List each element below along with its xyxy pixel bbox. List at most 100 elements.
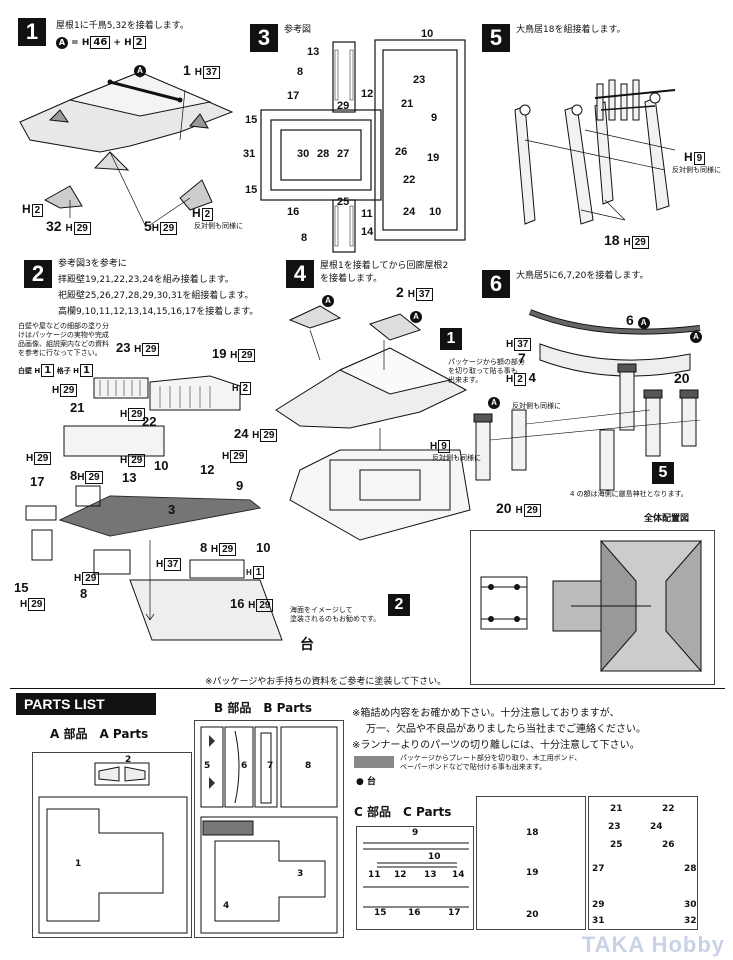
- callout-28: 28: [317, 148, 330, 160]
- layout-plan-diagram: [480, 539, 702, 673]
- callout-25: 25: [337, 196, 350, 208]
- a-marker: A: [134, 62, 146, 77]
- part-9-label: 9: [236, 478, 244, 493]
- step-2-line: 参考図3を参考に: [58, 259, 127, 269]
- b-part-3-label: 3: [297, 869, 304, 879]
- step-6-part-6: 6 A: [626, 312, 650, 329]
- step-2-side-note: 白壁や屋などの細部の塗り分 けはパッケージの実物や完成 品画像、組説案内などの資…: [18, 322, 109, 377]
- step-2-line: 高欄9,10,11,12,13,14,15,16,17を接着します。: [58, 307, 259, 317]
- c-part-18: 18: [526, 828, 539, 838]
- callout-9: 9: [431, 112, 438, 124]
- c-part-27: 27: [592, 864, 605, 874]
- callout-16: 16: [287, 206, 300, 218]
- note-line: を参考に行なって下さい。: [18, 349, 102, 357]
- callout-27: 27: [337, 148, 350, 160]
- b-parts-drawing: [200, 726, 338, 934]
- c-part-17: 17: [448, 908, 461, 918]
- part-3-label: 3: [168, 502, 176, 517]
- sea-note-line: 塗装されるのもお勧めです。: [290, 615, 381, 623]
- c-part-31: 31: [592, 916, 605, 926]
- watermark: TAKA Hobby: [581, 932, 725, 957]
- c-part-19: 19: [526, 868, 539, 878]
- callout-26: 26: [395, 146, 408, 158]
- parts-list-title-text: PARTS LIST: [24, 696, 105, 712]
- c-part-28: 28: [684, 864, 697, 874]
- b-part-6-label: 6: [241, 761, 248, 771]
- step-4-number: 4: [286, 260, 314, 288]
- eq-text: + H: [113, 38, 132, 48]
- callout-10b: 10: [429, 206, 442, 218]
- callout-8b: 8: [301, 232, 308, 244]
- c-part-32: 32: [684, 916, 697, 926]
- step-6-part-7: 7: [518, 350, 526, 366]
- c-part-26: 26: [662, 840, 675, 850]
- c-part-29: 29: [592, 900, 605, 910]
- a-circle-icon: A: [56, 37, 68, 49]
- callout-13: 13: [307, 46, 320, 58]
- step-1-number: 1: [18, 18, 46, 46]
- step-6-a-left: A: [488, 394, 500, 409]
- note-line: パッケージから額の部分: [448, 358, 525, 366]
- c-parts-title: C 部品 C Parts: [354, 805, 452, 819]
- step-6-torii-diagram: [473, 309, 701, 491]
- part-10-label: 10: [154, 458, 169, 473]
- c-part-11: 11: [368, 870, 381, 880]
- sea-note-line: 海面をイメージして: [290, 606, 353, 614]
- step-3-callouts: 10 13 8 23 12 29 21 17 9 15 31 30 28 27 …: [243, 28, 475, 250]
- part-13-label: 13: [122, 470, 137, 485]
- step-4-assembly-diagram: [275, 305, 471, 541]
- part-21-label: 21: [70, 400, 85, 415]
- callout-31: 31: [243, 148, 256, 160]
- a-parts-drawing: [38, 762, 188, 934]
- callout-22: 22: [403, 174, 416, 186]
- callout-12: 12: [361, 88, 374, 100]
- c-part-24: 24: [650, 822, 663, 832]
- section-divider: [10, 688, 725, 689]
- parts-notes: ※箱詰め内容をお確かめ下さい。十分注意しておりますが、 万一、欠品や不良品があり…: [352, 706, 646, 754]
- note-opposite-side: 反対側も同様に: [194, 222, 243, 230]
- step-2-line: 祀殿壁25,26,27,28,29,30,31を組接着します。: [58, 291, 254, 301]
- part-17-label: 17: [30, 474, 45, 489]
- step-5-note: 反対側も同様に: [672, 166, 721, 174]
- step-4-a2: A: [410, 308, 422, 323]
- b-part-7-label: 7: [267, 761, 274, 771]
- layout-panel-title: 全体配置図: [644, 514, 690, 524]
- h-box: 46: [90, 36, 111, 49]
- step-6-instruction: 大鳥居5に6,7,20を接着します。: [516, 271, 649, 281]
- step-4-line: を接着します。: [320, 274, 383, 284]
- callout-11: 11: [361, 208, 373, 220]
- a-parts-title: A 部品 A Parts: [50, 727, 149, 741]
- c-part-21: 21: [610, 804, 623, 814]
- callout-21: 21: [401, 98, 414, 110]
- step-6-part-20: 20: [674, 370, 690, 386]
- base-label: 台: [300, 636, 314, 652]
- step-5-number: 5: [482, 24, 510, 52]
- c-part-30: 30: [684, 900, 697, 910]
- step-5-torii-diagram: [514, 79, 676, 225]
- step-4-line: 屋根1を接着してから回廊屋根2: [320, 261, 449, 271]
- step-4-instruction: 屋根1を接着してから回廊屋根2 を接着します。: [320, 260, 448, 286]
- part-12-label: 12: [200, 462, 215, 477]
- gray-note-line: パッケージからプレート部分を切り取り、木工用ボンド、: [400, 754, 582, 762]
- note-line: 出来ます。: [448, 376, 483, 384]
- b-part-4-label: 4: [223, 901, 230, 911]
- dai-label: ● 台: [356, 777, 376, 787]
